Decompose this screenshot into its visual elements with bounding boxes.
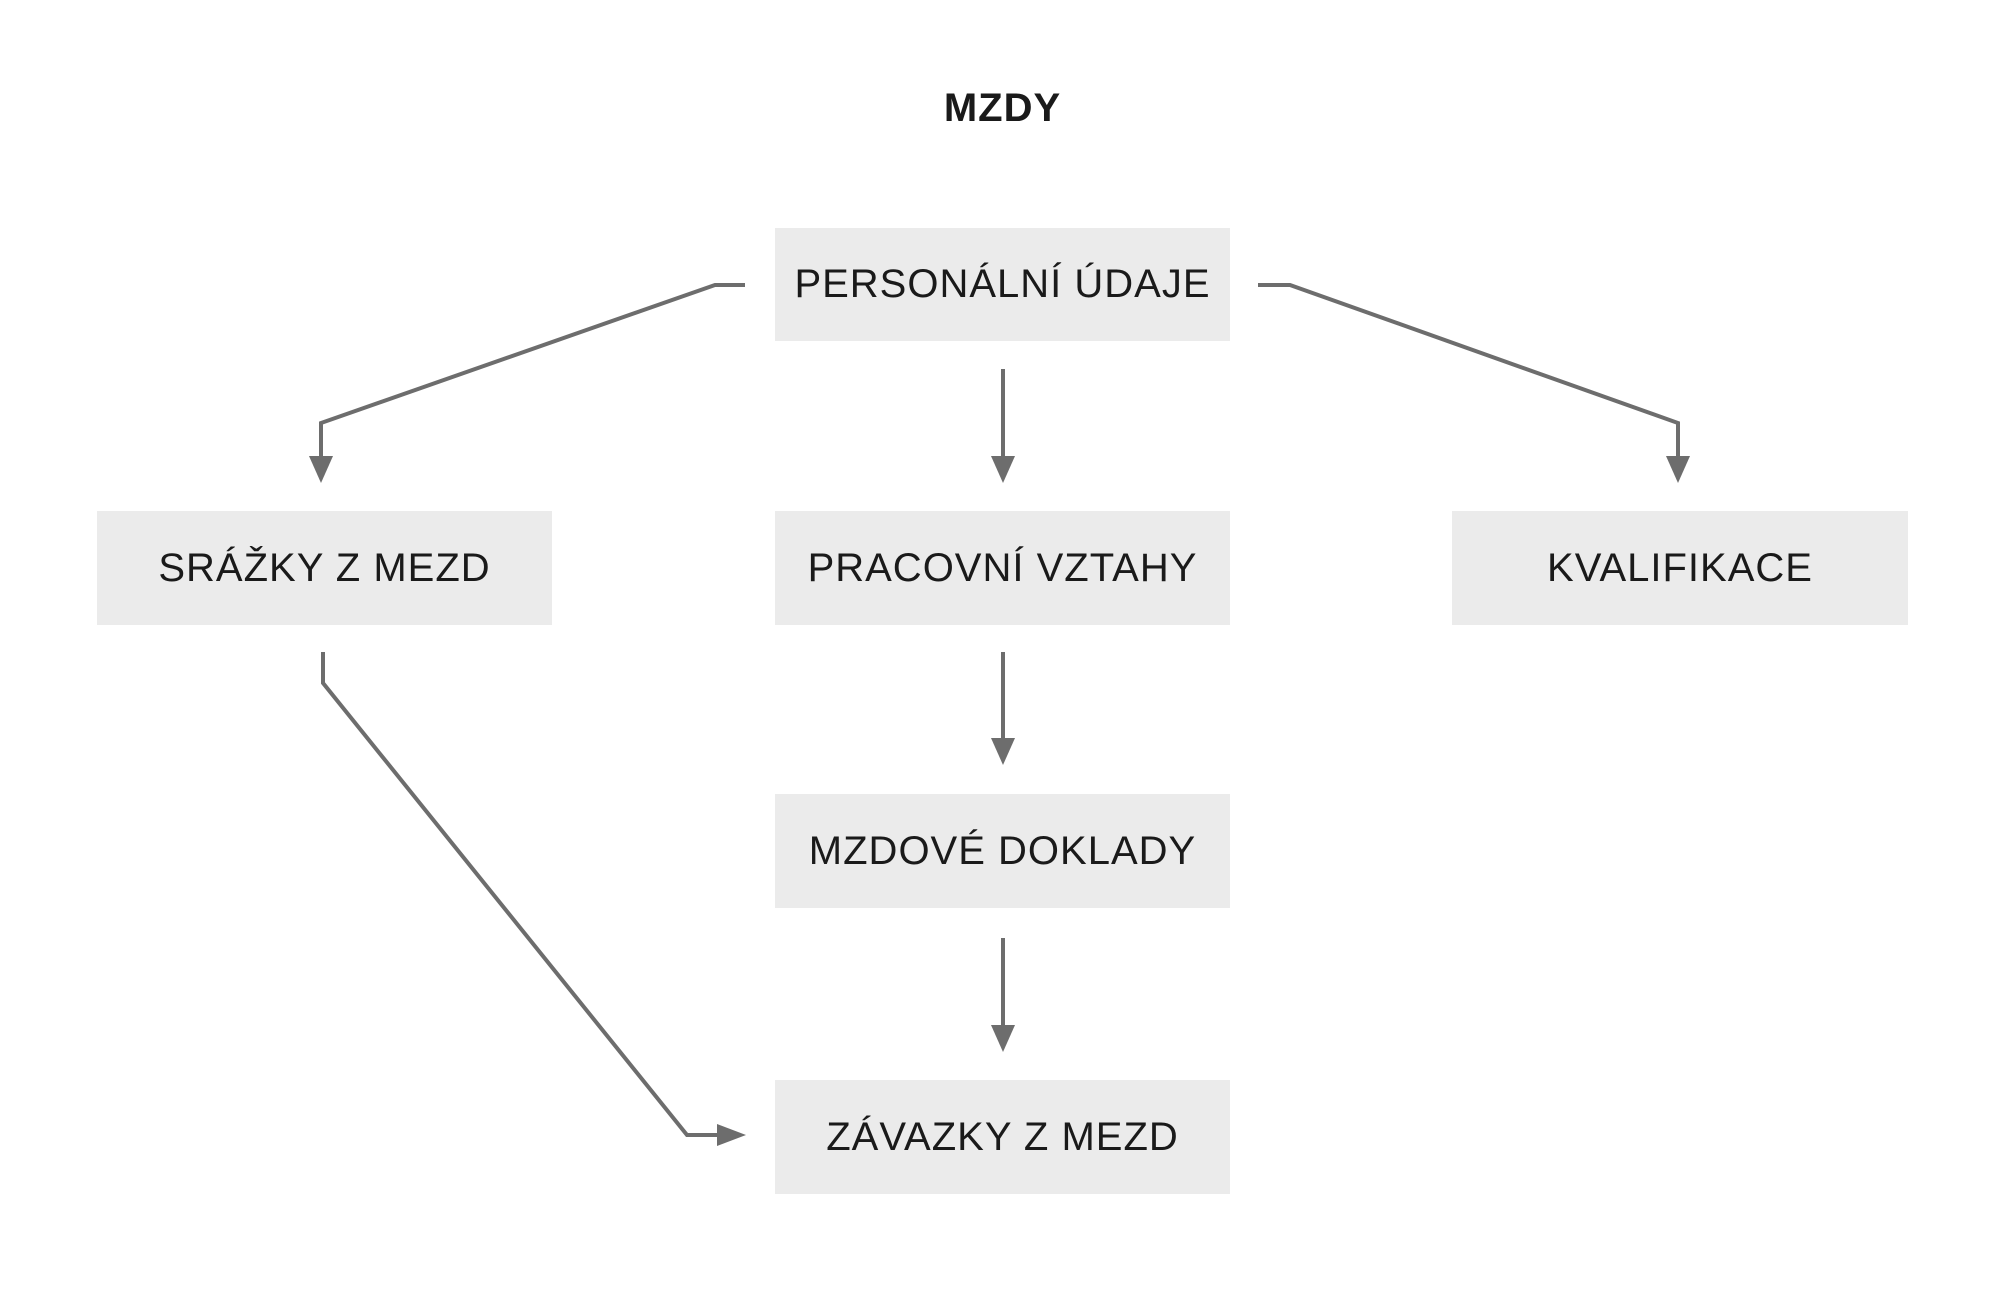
node-label: PRACOVNÍ VZTAHY [807, 545, 1198, 590]
node-kvalifikace: KVALIFIKACE [1452, 511, 1908, 625]
edge-personalni-udaje-to-srazky-z-mezd [319, 283, 745, 456]
arrowhead-right-icon [717, 1124, 746, 1146]
arrowhead-down-icon [991, 738, 1015, 765]
node-personalni-udaje: PERSONÁLNÍ ÚDAJE [775, 228, 1230, 341]
arrowhead-down-icon [991, 1025, 1015, 1052]
node-label: SRÁŽKY Z MEZD [158, 545, 491, 590]
node-srazky-z-mezd: SRÁŽKY Z MEZD [97, 511, 552, 625]
node-label: PERSONÁLNÍ ÚDAJE [794, 262, 1211, 306]
node-mzdove-doklady: MZDOVÉ DOKLADY [775, 794, 1230, 908]
diagram-title: MZDY [943, 86, 1062, 130]
node-pracovni-vztahy: PRACOVNÍ VZTAHY [775, 511, 1230, 625]
edge-srazky-z-mezd-to-zavazky-z-mezd [321, 652, 717, 1137]
arrowhead-down-icon [309, 456, 333, 483]
node-label: MZDOVÉ DOKLADY [808, 828, 1197, 873]
node-label: ZÁVAZKY Z MEZD [826, 1114, 1179, 1159]
arrowhead-down-icon [991, 456, 1015, 483]
node-zavazky-z-mezd: ZÁVAZKY Z MEZD [775, 1080, 1230, 1194]
arrowhead-down-icon [1666, 456, 1690, 483]
edge-personalni-udaje-to-kvalifikace [1258, 283, 1680, 456]
node-label: KVALIFIKACE [1547, 545, 1813, 590]
